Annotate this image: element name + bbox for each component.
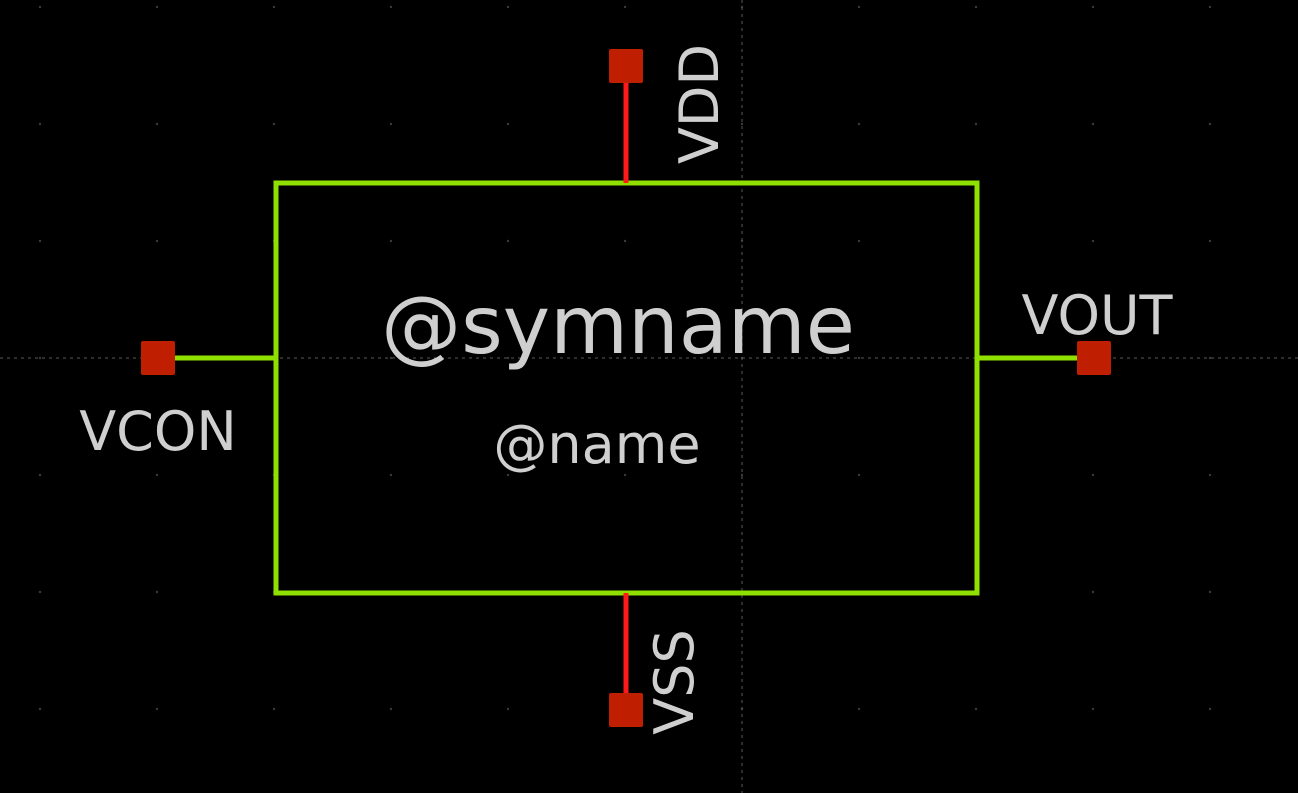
grid-dot xyxy=(857,122,861,126)
grid-dot xyxy=(155,590,159,594)
grid-dot xyxy=(857,239,861,243)
grid-dot xyxy=(155,473,159,477)
grid-dot xyxy=(272,5,276,9)
grid-dot xyxy=(623,5,627,9)
vout-label: VOUT xyxy=(1021,284,1173,347)
grid-dot xyxy=(506,356,510,360)
grid-dot xyxy=(1091,5,1095,9)
grid-dot xyxy=(1208,5,1212,9)
vout-pin[interactable] xyxy=(1077,341,1111,375)
grid-dot xyxy=(974,707,978,711)
grid-dot xyxy=(1091,122,1095,126)
vss-pin[interactable] xyxy=(609,693,643,727)
grid-dot xyxy=(1091,239,1095,243)
grid-dot xyxy=(272,122,276,126)
grid-dot xyxy=(740,122,744,126)
grid-dot xyxy=(389,473,393,477)
grid-dot xyxy=(1208,239,1212,243)
grid-dot xyxy=(623,239,627,243)
grid-dot xyxy=(623,473,627,477)
grid-dot xyxy=(857,707,861,711)
grid-dot xyxy=(506,5,510,9)
grid-dot xyxy=(38,122,42,126)
symbol-body[interactable] xyxy=(273,180,980,596)
grid-dot xyxy=(1208,122,1212,126)
grid-dot xyxy=(506,707,510,711)
grid-dot xyxy=(506,473,510,477)
grid-dot xyxy=(1208,473,1212,477)
grid-dot xyxy=(38,707,42,711)
grid-dot xyxy=(38,5,42,9)
grid-dot xyxy=(38,356,42,360)
grid-dot xyxy=(155,239,159,243)
grid-dot xyxy=(389,356,393,360)
vss-label: VSS xyxy=(643,629,706,735)
name-label: @name xyxy=(493,413,700,476)
vdd-label: VDD xyxy=(668,44,731,164)
grid-dot xyxy=(1208,356,1212,360)
grid-dot xyxy=(1091,590,1095,594)
grid-dot xyxy=(155,5,159,9)
grid-dot xyxy=(38,473,42,477)
grid-dot xyxy=(857,356,861,360)
grid-dot xyxy=(506,239,510,243)
grid-dot xyxy=(974,5,978,9)
grid-dot xyxy=(1091,473,1095,477)
symname-label: @symname xyxy=(381,279,855,372)
grid-dot xyxy=(38,239,42,243)
grid-dot xyxy=(38,590,42,594)
grid-dot xyxy=(389,5,393,9)
grid-dot xyxy=(1091,707,1095,711)
grid-dot xyxy=(740,473,744,477)
grid-dot xyxy=(272,707,276,711)
grid-dot xyxy=(389,707,393,711)
grid-dot xyxy=(974,122,978,126)
vcon-label: VCON xyxy=(79,400,237,463)
grid-dot xyxy=(389,239,393,243)
vcon-pin[interactable] xyxy=(141,341,175,375)
vdd-pin[interactable] xyxy=(609,49,643,83)
grid-dot xyxy=(506,122,510,126)
grid-dot xyxy=(1208,707,1212,711)
grid-dot xyxy=(1208,590,1212,594)
grid-dot xyxy=(155,707,159,711)
grid-dot xyxy=(389,122,393,126)
grid-dot xyxy=(857,473,861,477)
grid-dot xyxy=(155,122,159,126)
grid-dot xyxy=(857,5,861,9)
